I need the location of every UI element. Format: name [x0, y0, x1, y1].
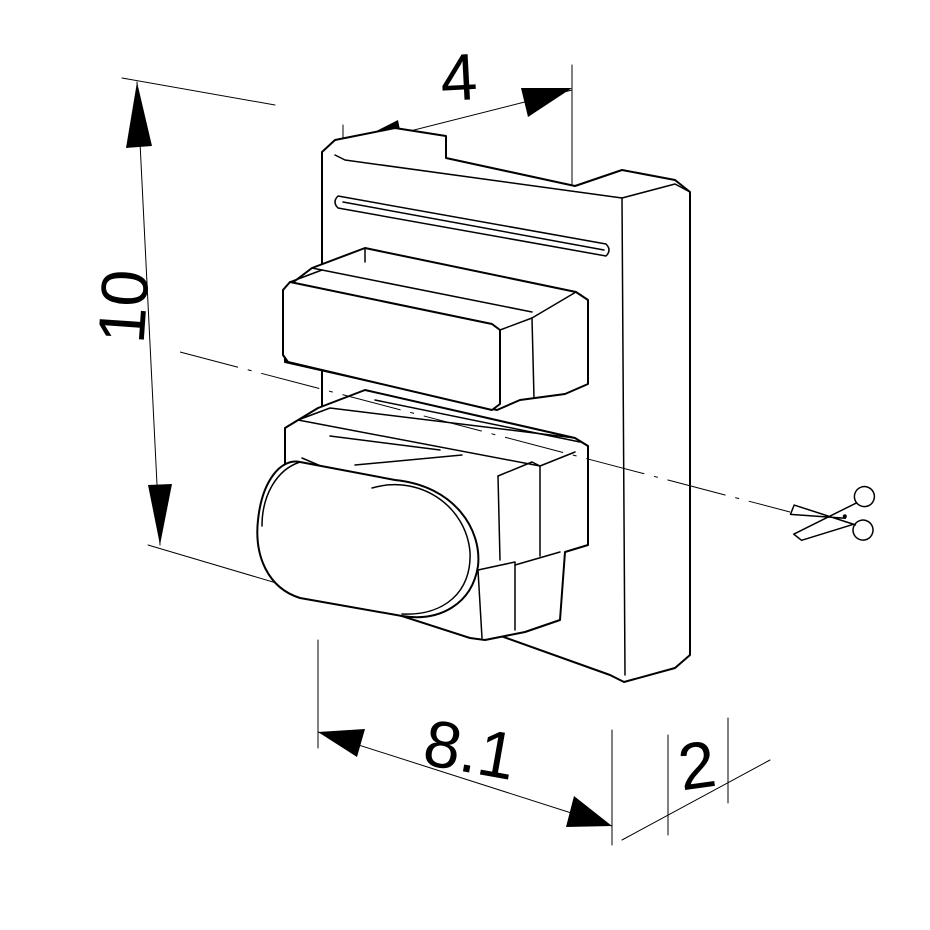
cut-line — [179, 351, 791, 513]
arrow-depth-right — [521, 88, 572, 117]
dimension-height-label: 10 — [84, 267, 163, 345]
arrow-width-left — [318, 729, 365, 757]
upper-boss — [282, 247, 589, 411]
dimension-width-label: 8.1 — [418, 705, 521, 794]
scissors-icon — [789, 485, 876, 542]
arrow-height-top — [126, 82, 152, 148]
dimension-top-depth-label: 4 — [439, 39, 480, 115]
arrow-height-bottom — [148, 484, 172, 545]
dimension-thickness-label: 2 — [673, 726, 720, 804]
arrow-width-right — [566, 796, 612, 827]
oval-plug — [256, 460, 480, 619]
